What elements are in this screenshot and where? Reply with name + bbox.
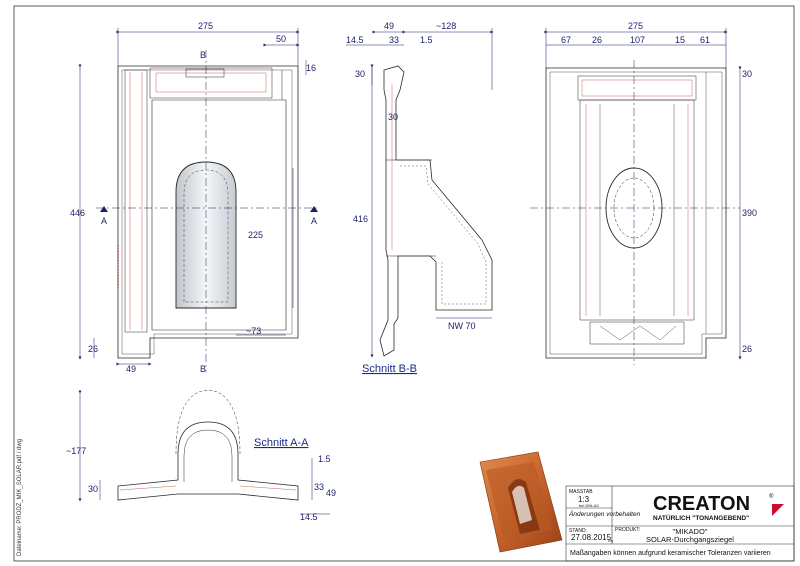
section-bb-dimension-lines [346, 28, 494, 358]
section-aa-dimension-lines [78, 390, 330, 515]
massstab-label: MASSTAB [569, 489, 593, 495]
dim-aa-33: 33 [314, 482, 324, 492]
section-mark-a-right: A [311, 216, 317, 226]
stand-initials: Rs [608, 538, 613, 543]
dim-bb-416: 416 [353, 214, 368, 224]
back-dimension-lines [544, 28, 742, 360]
dim-aa-177: ~177 [66, 446, 86, 456]
dim-aa-1_5: 1.5 [318, 454, 331, 464]
dim-aa-14_5: 14.5 [300, 512, 318, 522]
massstab-note: bei DIN-A3 [579, 503, 599, 508]
dim-front-50: 50 [276, 34, 286, 44]
front-center-lines [96, 50, 318, 372]
front-view [117, 65, 299, 359]
tile-photo [479, 451, 563, 553]
dim-back-61: 61 [700, 35, 710, 45]
file-name-text: Dateiname: PRODZ_MIK_SOLAR.pdf / dwg [17, 439, 23, 556]
back-view [545, 67, 727, 359]
dim-back-15: 15 [675, 35, 685, 45]
dim-bb-nw70: NW 70 [448, 321, 476, 331]
front-dimension-lines [78, 28, 307, 366]
brand-slogan: NATÜRLICH "TONANGEBEND" [653, 513, 749, 522]
dim-back-390: 390 [742, 208, 757, 218]
massstab-value: 1:3 [578, 495, 590, 504]
brand-symbol: ® [769, 493, 774, 500]
sheet-border [13, 5, 795, 562]
dim-back-30: 30 [742, 69, 752, 79]
produkt-name: "MIKADO" [673, 527, 708, 536]
dim-aa-49: 49 [326, 488, 336, 498]
dim-bb-14_5: 14.5 [346, 35, 364, 45]
dim-back-67: 67 [561, 35, 571, 45]
dim-front-49: 49 [126, 364, 136, 374]
tolerance-footer: Maßangaben können aufgrund keramischer T… [570, 550, 771, 557]
dim-front-16: 16 [306, 63, 316, 73]
section-mark-b-bottom: B [200, 364, 206, 374]
title-block [565, 485, 795, 562]
dim-bb-33: 33 [389, 35, 399, 45]
dim-back-107: 107 [630, 35, 645, 45]
dim-front-73: ~73 [246, 326, 261, 336]
changes-line: Änderungen vorbehalten [568, 510, 641, 518]
dim-back-26: 26 [592, 35, 602, 45]
stand-label: STAND: [569, 528, 587, 534]
produkt-desc: SOLAR-Durchgangsziegel [646, 535, 734, 544]
brand-logo: CREATON [653, 493, 750, 515]
dim-bb-30-inner: 30 [388, 112, 398, 122]
dim-bb-128: ~128 [436, 21, 456, 31]
dim-front-275: 275 [198, 21, 213, 31]
brand-triangle-icon [772, 504, 784, 516]
back-center-lines [530, 60, 740, 365]
dim-bb-49: 49 [384, 21, 394, 31]
dim-front-225: 225 [248, 230, 263, 240]
produkt-label: PRODUKT: [615, 527, 640, 533]
section-aa-label: Schnitt A-A [254, 437, 309, 449]
dim-bb-30: 30 [355, 69, 365, 79]
section-aa-view [117, 389, 299, 501]
section-mark-a-left: A [101, 216, 107, 226]
section-bb-label: Schnitt B-B [362, 363, 417, 375]
changes-text: Änderungen vorbehalten [568, 510, 641, 518]
dim-front-446: 446 [70, 208, 85, 218]
section-mark-b-top: B [200, 50, 206, 60]
dim-back-275: 275 [628, 21, 643, 31]
section-bb-view [379, 65, 493, 357]
dim-back-26-right: 26 [742, 344, 752, 354]
dim-bb-1_5: 1.5 [420, 35, 433, 45]
dim-aa-30: 30 [88, 484, 98, 494]
dim-front-26: 26 [88, 344, 98, 354]
stand-value: 27.08.2015 [571, 533, 612, 542]
